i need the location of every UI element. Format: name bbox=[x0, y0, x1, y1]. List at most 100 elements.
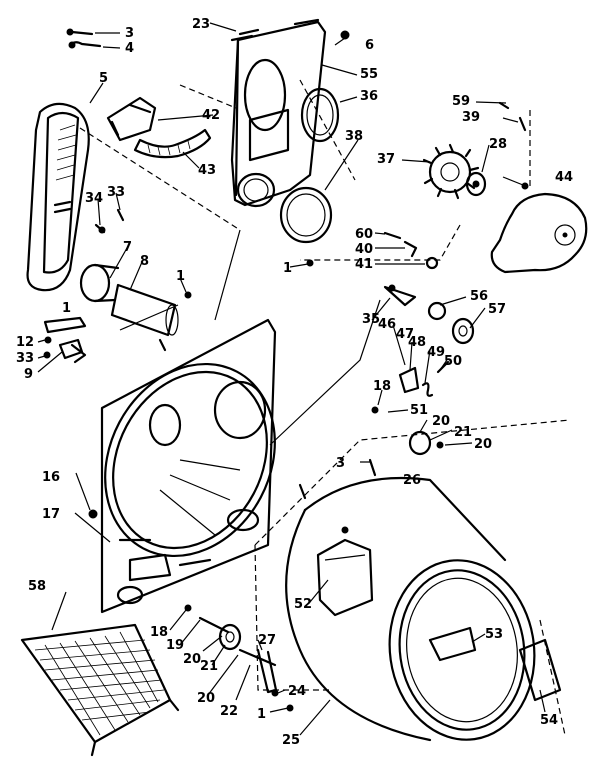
label-20-upper: 20 bbox=[432, 414, 450, 429]
leader-drum-to-front bbox=[119, 229, 381, 446]
leader-lines bbox=[37, 22, 546, 736]
label-41: 41 bbox=[355, 257, 373, 272]
label-49: 49 bbox=[427, 345, 445, 360]
screw-26 bbox=[368, 458, 377, 477]
label-37: 37 bbox=[377, 152, 395, 167]
assembly-boundary-blower bbox=[300, 110, 531, 261]
rear-duct-panel-55 bbox=[230, 18, 327, 208]
label-26: 26 bbox=[403, 473, 421, 488]
part-number-labels: 3 4 5 23 6 55 36 42 43 59 39 38 28 37 44… bbox=[16, 17, 573, 748]
label-6: 6 bbox=[365, 38, 374, 53]
label-47: 47 bbox=[396, 327, 414, 342]
lint-filter-5 bbox=[26, 102, 90, 292]
label-54: 54 bbox=[540, 713, 558, 728]
roller-21-lower bbox=[218, 623, 242, 651]
label-20-lower-b: 20 bbox=[197, 691, 215, 706]
label-60: 60 bbox=[355, 227, 373, 242]
drum-25 bbox=[285, 476, 536, 742]
screw-1-mid bbox=[306, 259, 314, 267]
heater-hose-43 bbox=[133, 128, 212, 159]
label-59: 59 bbox=[452, 94, 470, 109]
label-9: 9 bbox=[24, 367, 33, 382]
front-bulkhead-17 bbox=[100, 318, 277, 614]
label-58: 58 bbox=[28, 579, 46, 594]
label-44: 44 bbox=[555, 170, 573, 185]
roller-21-right bbox=[408, 430, 432, 456]
label-35: 35 bbox=[362, 312, 380, 327]
label-53: 53 bbox=[485, 627, 503, 642]
label-8: 8 bbox=[140, 254, 149, 269]
label-16: 16 bbox=[42, 470, 60, 485]
label-39: 39 bbox=[462, 110, 480, 125]
label-40: 40 bbox=[355, 242, 373, 257]
label-51: 51 bbox=[410, 403, 428, 418]
label-19: 19 bbox=[166, 638, 184, 653]
screw-44 bbox=[521, 182, 529, 190]
label-21-upper: 21 bbox=[454, 425, 472, 440]
label-56: 56 bbox=[470, 289, 488, 304]
label-27: 27 bbox=[258, 633, 276, 648]
motor-7 bbox=[79, 263, 120, 303]
label-3: 3 bbox=[125, 26, 134, 41]
drum-seal-53 bbox=[428, 626, 477, 662]
label-46: 46 bbox=[378, 317, 396, 332]
spring-41 bbox=[425, 256, 439, 270]
screw-34 bbox=[94, 223, 106, 234]
blower-housing-44 bbox=[490, 192, 588, 274]
label-17: 17 bbox=[42, 507, 60, 522]
label-36: 36 bbox=[360, 89, 378, 104]
switch-9 bbox=[70, 343, 87, 364]
blower-hub-28 bbox=[465, 171, 487, 197]
blower-wheel-37 bbox=[422, 143, 480, 200]
screw-16 bbox=[88, 509, 98, 519]
label-24: 24 bbox=[288, 684, 306, 699]
label-1-upper: 1 bbox=[176, 269, 185, 284]
label-48: 48 bbox=[408, 335, 426, 350]
label-25: 25 bbox=[282, 733, 300, 748]
label-57: 57 bbox=[488, 302, 506, 317]
seal-36 bbox=[300, 87, 340, 143]
label-18-upper: 18 bbox=[373, 379, 391, 394]
label-38: 38 bbox=[345, 129, 363, 144]
bracket-27 bbox=[256, 648, 278, 694]
label-33-lower: 33 bbox=[16, 351, 34, 366]
screw-39 bbox=[518, 116, 527, 132]
bolt-50 bbox=[436, 360, 450, 374]
screw-1-upper bbox=[184, 291, 192, 299]
assembly-boundary-top bbox=[79, 79, 356, 231]
idler-wheel-56 bbox=[427, 301, 447, 321]
label-1-lower: 1 bbox=[257, 707, 266, 722]
capacitor-8 bbox=[110, 283, 179, 352]
label-1-mid: 1 bbox=[283, 261, 292, 276]
screw-33-lower bbox=[43, 351, 51, 359]
spring-49 bbox=[421, 382, 434, 397]
label-3-drum: 3 bbox=[336, 456, 345, 471]
label-21-lower: 21 bbox=[200, 659, 218, 674]
label-42: 42 bbox=[202, 108, 220, 123]
label-1-left: 1 bbox=[62, 301, 71, 316]
label-20-right: 20 bbox=[474, 437, 492, 452]
idler-48 bbox=[398, 366, 420, 394]
idler-pulley-35 bbox=[383, 284, 417, 307]
label-28: 28 bbox=[489, 137, 507, 152]
clip-24 bbox=[271, 689, 279, 697]
nut-6 bbox=[340, 30, 350, 40]
baffle-52 bbox=[316, 538, 374, 617]
drying-rack-58 bbox=[20, 623, 180, 757]
clip-20-right bbox=[436, 441, 444, 449]
roller-57 bbox=[451, 317, 475, 345]
screw-3 bbox=[66, 28, 94, 36]
belt-switch-12 bbox=[43, 316, 87, 360]
thermostat-42 bbox=[106, 96, 157, 142]
drum-baffle-54 bbox=[518, 638, 562, 702]
screw-59 bbox=[498, 101, 510, 110]
clip-60 bbox=[383, 231, 402, 240]
label-34: 34 bbox=[85, 191, 103, 206]
label-23: 23 bbox=[192, 17, 210, 32]
clip-4 bbox=[68, 41, 102, 49]
assembly-boundary-drum bbox=[254, 419, 571, 736]
washer-18 bbox=[371, 406, 379, 414]
bracket-23 bbox=[230, 34, 254, 42]
label-5: 5 bbox=[99, 71, 108, 86]
